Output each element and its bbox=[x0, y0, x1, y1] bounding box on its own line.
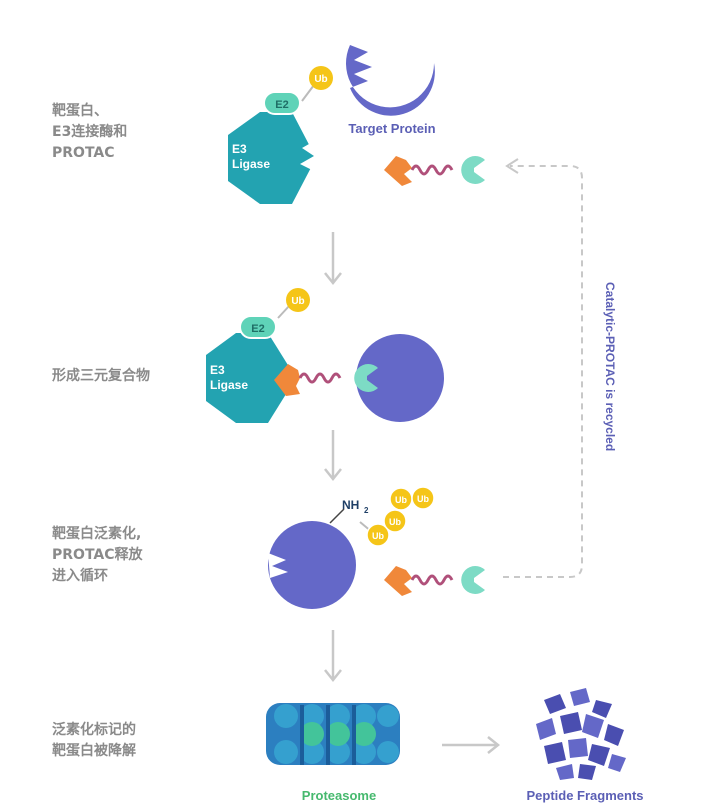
ligase-label: Ligase bbox=[232, 157, 270, 171]
step2-protac bbox=[274, 364, 342, 396]
e2-label: E2 bbox=[251, 323, 264, 335]
e3-label: E3 bbox=[232, 142, 247, 156]
step2-ub: Ub bbox=[277, 288, 310, 319]
nh2-label: NH bbox=[342, 498, 359, 512]
ub-label: Ub bbox=[417, 494, 429, 504]
peptide-fragments-label: Peptide Fragments bbox=[526, 788, 643, 803]
step1-ub: Ub bbox=[301, 66, 333, 102]
peptide-fragments bbox=[536, 688, 626, 780]
ub-label: Ub bbox=[395, 495, 407, 505]
step1-e2: E2 bbox=[263, 91, 301, 115]
recycle-arrow bbox=[503, 158, 583, 578]
proteasome-label: Proteasome bbox=[302, 788, 376, 803]
step1-target-protein bbox=[346, 45, 435, 116]
step3-ub-chain: Ub Ub Ub Ub bbox=[359, 486, 435, 547]
down-arrow-3 bbox=[324, 630, 342, 683]
ub-label: Ub bbox=[389, 517, 401, 527]
step2-e3-ligase: E3 Ligase bbox=[206, 333, 296, 423]
step3-protac bbox=[384, 566, 485, 596]
step2-e2: E2 bbox=[239, 315, 277, 339]
step3-target-protein bbox=[268, 521, 356, 609]
down-arrow-1 bbox=[324, 232, 342, 286]
step2-target-protein bbox=[356, 334, 444, 422]
down-arrow-2 bbox=[324, 430, 342, 482]
ub-label: Ub bbox=[314, 74, 327, 85]
ligase-label: Ligase bbox=[210, 378, 248, 392]
ub-label: Ub bbox=[372, 531, 384, 541]
right-arrow bbox=[442, 736, 501, 754]
step3-nh2: NH 2 bbox=[329, 498, 369, 524]
step-label-2: 形成三元复合物 bbox=[52, 368, 150, 384]
proteasome bbox=[266, 703, 400, 765]
ub-label: Ub bbox=[291, 296, 304, 307]
step1-e3-ligase: E3 Ligase bbox=[228, 112, 316, 204]
e2-label: E2 bbox=[275, 99, 288, 111]
step-label-1: 靶蛋白、 E3连接酶和 PROTAC bbox=[52, 103, 128, 161]
step-label-4: 泛素化标记的 靶蛋白被降解 bbox=[52, 722, 136, 759]
e3-label: E3 bbox=[210, 363, 225, 377]
step-label-3: 靶蛋白泛素化, PROTAC释放 进入循环 bbox=[52, 526, 143, 584]
recycle-label: Catalytic-PROTAC is recycled bbox=[603, 282, 617, 451]
target-protein-label: Target Protein bbox=[348, 121, 435, 136]
step1-protac bbox=[384, 156, 485, 186]
step2-anchor bbox=[354, 363, 378, 392]
nh2-subscript: 2 bbox=[364, 506, 369, 515]
